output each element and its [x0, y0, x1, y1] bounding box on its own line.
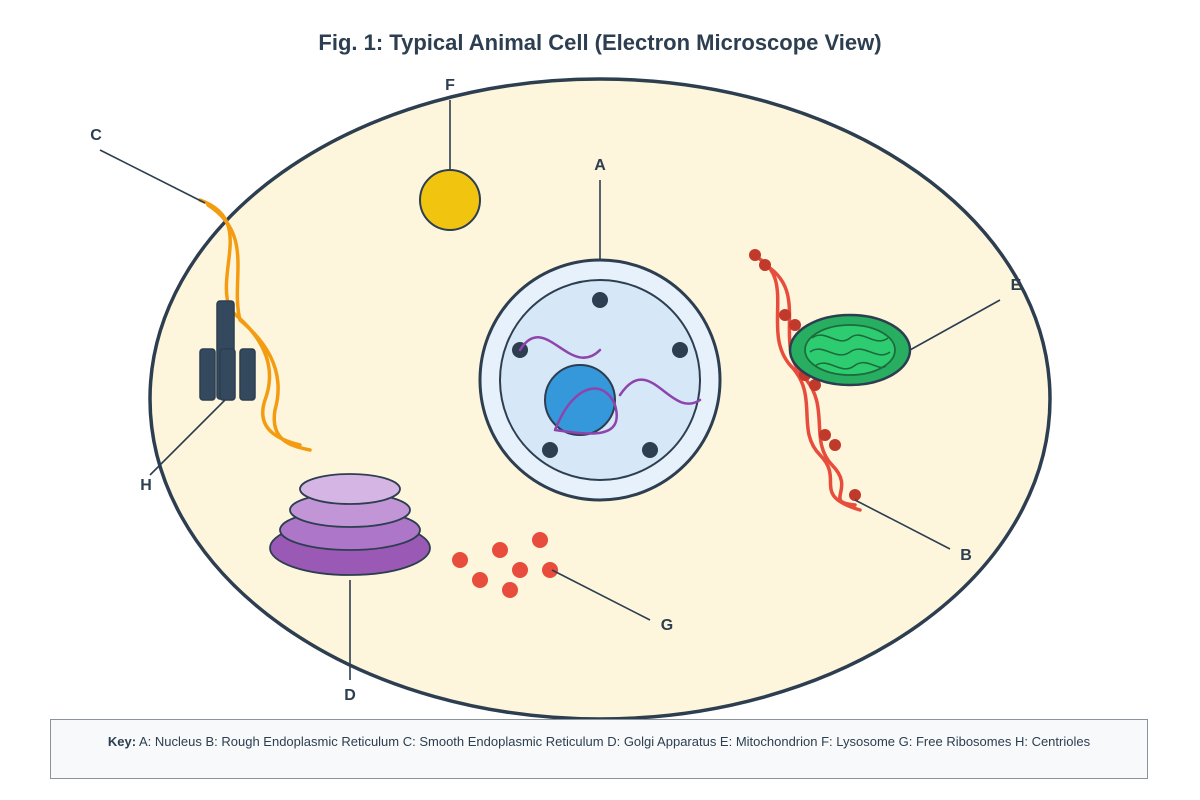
key-text: A: Nucleus B: Rough Endoplasmic Reticulu… [139, 734, 1091, 749]
centrioles [199, 300, 256, 401]
free-ribosome [502, 582, 518, 598]
leader-lines [99, 100, 1001, 680]
rough-endoplasmic-reticulum [749, 249, 862, 512]
ribosome [779, 309, 791, 321]
free-ribosome [512, 562, 528, 578]
nuclear-pore-bottom-right [642, 442, 658, 458]
ribosome [759, 259, 771, 271]
mitochondrion [788, 313, 912, 387]
label-e: E [1011, 277, 1022, 294]
figure-title: Fig. 1: Typical Animal Cell (Electron Mi… [318, 30, 881, 55]
label-a: A [594, 157, 606, 174]
free-ribosome [492, 542, 508, 558]
nuclear-pore-top [592, 292, 608, 308]
label-h: H [140, 477, 152, 494]
label-g: G [661, 617, 673, 634]
centriole-right [239, 348, 256, 401]
leader-line-h [149, 399, 226, 476]
leader-line-b [854, 499, 951, 550]
ribosome [849, 489, 861, 501]
free-ribosomes [452, 532, 558, 598]
nucleus [478, 258, 722, 502]
ribosome [829, 439, 841, 451]
free-ribosome [452, 552, 468, 568]
smooth-endoplasmic-reticulum [198, 198, 312, 452]
cristae [809, 334, 891, 370]
free-ribosome [542, 562, 558, 578]
golgi-cisterna-4 [299, 473, 401, 505]
centriole-mid [219, 348, 236, 401]
chromatin [518, 336, 702, 435]
leader-line-g [551, 569, 651, 621]
ribosome [809, 379, 821, 391]
ribosome [789, 319, 801, 331]
free-ribosome [472, 572, 488, 588]
key-box: Key: A: Nucleus B: Rough Endoplasmic Ret… [50, 719, 1148, 779]
nuclear-pore-bottom-left [542, 442, 558, 458]
centriole-left [199, 348, 216, 401]
nucleolus [544, 364, 616, 436]
label-d: D [344, 687, 356, 704]
label-f: F [445, 77, 455, 94]
lysosome [419, 169, 481, 231]
nuclear-pore-right [672, 342, 688, 358]
key-title: Key: [107, 734, 137, 749]
ribosome [749, 249, 761, 261]
golgi-apparatus [269, 473, 431, 576]
ribosome [819, 429, 831, 441]
label-c: C [90, 127, 102, 144]
free-ribosome [532, 532, 548, 548]
leader-line-e [909, 299, 1001, 351]
leader-line-c [99, 149, 206, 204]
label-b: B [960, 547, 972, 564]
mitochondrion-inner-membrane [804, 324, 896, 376]
